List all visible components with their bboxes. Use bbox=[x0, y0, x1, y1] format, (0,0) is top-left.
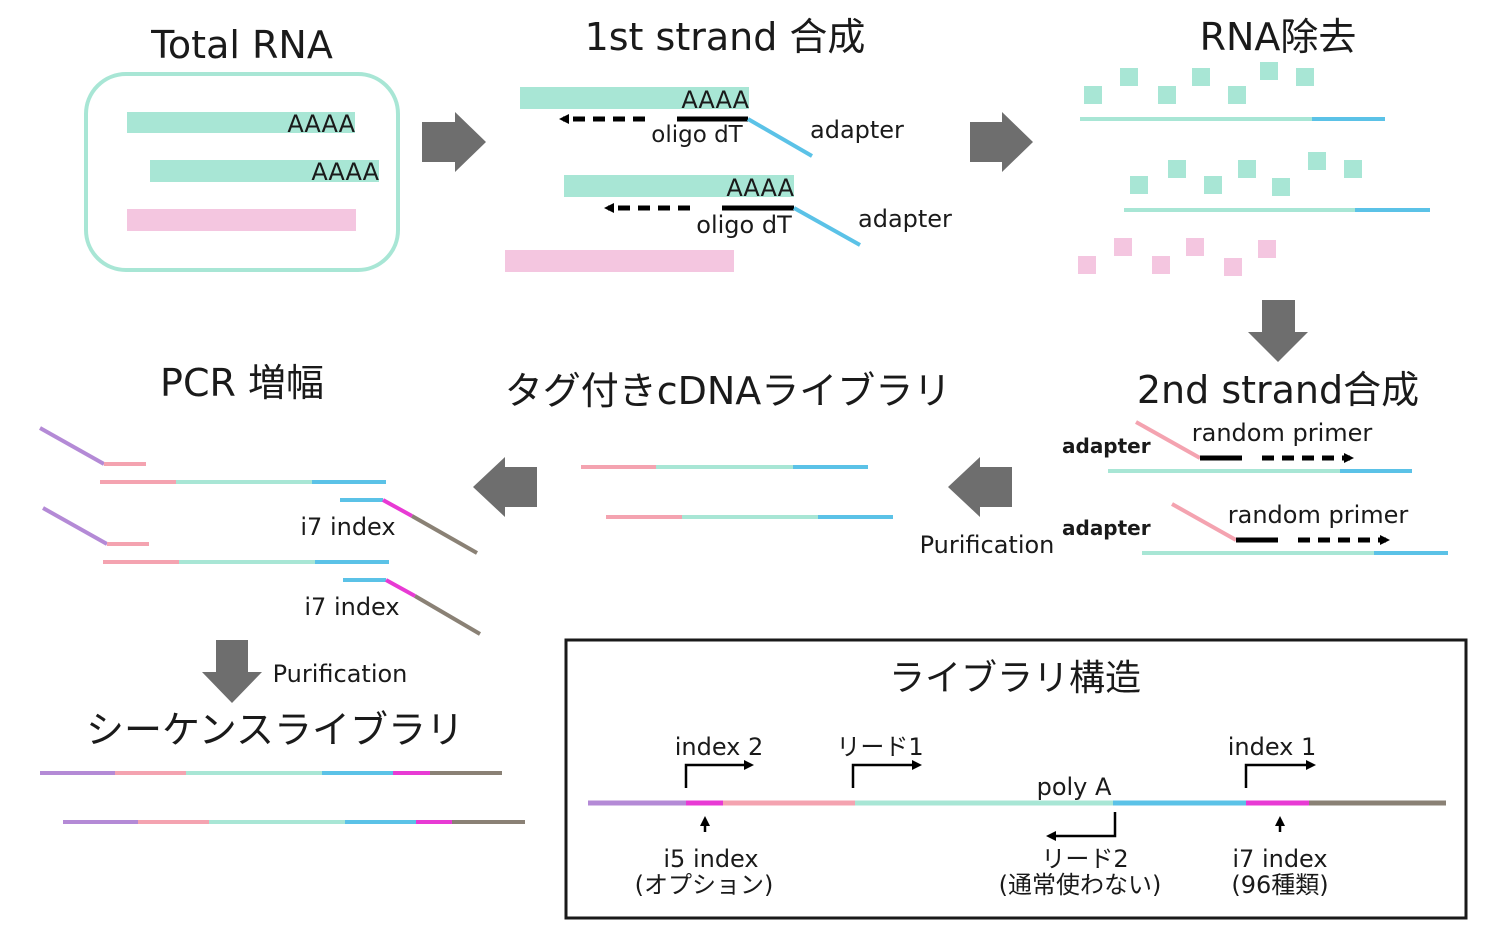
degraded-mrna-fragments bbox=[1084, 62, 1362, 196]
library-structure-box bbox=[564, 638, 1468, 920]
step-arrow-left bbox=[473, 457, 537, 517]
poly-a-tail-label: AAAA bbox=[726, 174, 794, 202]
step-arrow-left bbox=[948, 457, 1012, 517]
i7-index-label: i7 index bbox=[304, 593, 399, 621]
title-library-structure: ライブラリ構造 bbox=[889, 658, 1141, 699]
random-primer-label: random primer bbox=[1228, 501, 1409, 529]
i7-index-segment bbox=[382, 498, 413, 518]
step-arrow-right bbox=[970, 112, 1033, 172]
title-first-strand: 1st strand 合成 bbox=[585, 15, 866, 59]
title-sequence-library: シーケンスライブラリ bbox=[86, 708, 464, 752]
adapter-label: adapter bbox=[1062, 516, 1151, 540]
i7-index-label: i7 index bbox=[300, 513, 395, 541]
grey-tail bbox=[413, 594, 482, 636]
read2-note-label: (通常使わない) bbox=[999, 871, 1162, 899]
panel-second-strand: 2nd strand合成 adapter random primer adapt… bbox=[1062, 368, 1448, 555]
random-primer-label: random primer bbox=[1192, 419, 1373, 447]
i7-index-lib-label: i7 index bbox=[1232, 845, 1327, 873]
total-rna-box bbox=[84, 72, 400, 272]
index2-label: index 2 bbox=[675, 733, 764, 761]
panel-library-structure: ライブラリ構造 index 2 リード1 poly A index 1 リード2… bbox=[564, 638, 1468, 920]
adapter-line bbox=[793, 206, 861, 247]
mrna-bar bbox=[150, 160, 379, 182]
mrna-bar bbox=[127, 112, 355, 133]
poly-a-tail-label: AAAA bbox=[311, 158, 379, 186]
purification-label: Purification bbox=[920, 531, 1055, 559]
poly-a-tail-label: AAAA bbox=[681, 86, 749, 114]
step-arrow-down bbox=[202, 640, 262, 703]
oligo-dt-label: oligo dT bbox=[696, 211, 792, 239]
title-total-rna: Total RNA bbox=[150, 23, 333, 67]
i7-index-segment bbox=[385, 578, 416, 598]
read2-label: リード2 bbox=[1041, 845, 1128, 873]
adapter-label: adapter bbox=[858, 205, 952, 233]
adapter-label: adapter bbox=[810, 116, 904, 144]
i5-primer-tail bbox=[39, 426, 105, 466]
pink-adapter-line bbox=[1171, 502, 1237, 542]
panel-rna-removal: RNA除去 bbox=[1078, 15, 1430, 276]
step-arrow-right bbox=[422, 112, 486, 172]
oligo-dt-label: oligo dT bbox=[651, 122, 743, 148]
mrna-bar bbox=[564, 175, 794, 197]
pink-adapter-line bbox=[1135, 420, 1201, 460]
panel-sequence-library: シーケンスライブラリ bbox=[40, 708, 525, 824]
read1-arrow bbox=[851, 760, 922, 788]
other-rna-bar bbox=[127, 209, 356, 231]
grey-tail bbox=[411, 514, 478, 555]
read1-label: リード1 bbox=[836, 733, 923, 761]
i5-index-label: i5 index bbox=[663, 845, 758, 873]
title-second-strand: 2nd strand合成 bbox=[1137, 368, 1419, 412]
index2-read-arrow bbox=[684, 760, 754, 788]
panel-total-rna: Total RNA AAAA AAAA bbox=[84, 23, 400, 272]
index1-label: index 1 bbox=[1228, 733, 1317, 761]
poly-a-label: poly A bbox=[1037, 773, 1112, 801]
mrna-bar bbox=[520, 87, 749, 109]
read2-arrow bbox=[1046, 812, 1117, 841]
degraded-other-rna-fragments bbox=[1078, 238, 1276, 276]
panel-tagged-library: タグ付きcDNAライブラリ bbox=[505, 369, 952, 519]
adapter-line bbox=[746, 117, 814, 158]
panel-first-strand: 1st strand 合成 AAAA oligo dT adapter AAAA… bbox=[505, 15, 952, 272]
index1-read-arrow bbox=[1244, 760, 1316, 788]
title-pcr: PCR 増幅 bbox=[160, 361, 324, 405]
adapter-label: adapter bbox=[1062, 434, 1151, 458]
step-arrow-down bbox=[1248, 300, 1308, 362]
i5-primer-tail bbox=[42, 506, 108, 546]
optional-label: (オプション) bbox=[635, 871, 774, 899]
title-tagged-library: タグ付きcDNAライブラリ bbox=[505, 369, 952, 413]
other-rna-bar bbox=[505, 250, 734, 272]
poly-a-tail-label: AAAA bbox=[287, 110, 355, 138]
title-rna-removal: RNA除去 bbox=[1200, 15, 1357, 59]
panel-pcr: PCR 増幅 i7 index i7 index bbox=[39, 361, 482, 636]
purification-label: Purification bbox=[273, 660, 408, 688]
i7-variants-label: (96種類) bbox=[1231, 871, 1328, 899]
